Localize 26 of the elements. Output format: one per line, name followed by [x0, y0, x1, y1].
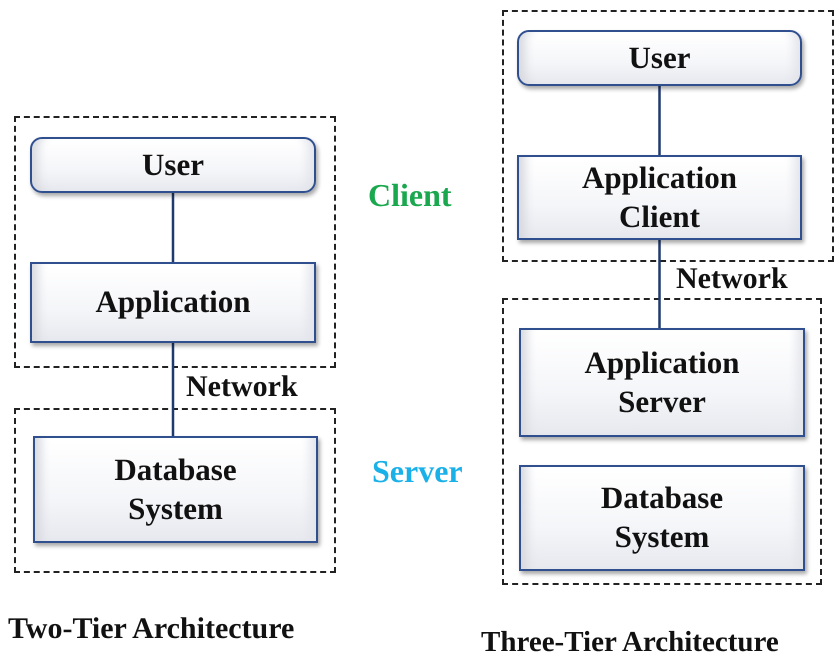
tier-label: Client — [368, 177, 452, 214]
tier-label: Server — [372, 453, 463, 490]
connector-line — [658, 240, 661, 328]
process-box — [519, 328, 805, 437]
dashed-group-box — [502, 298, 822, 585]
caption: Two-Tier Architecture — [8, 612, 294, 646]
connector-line — [172, 193, 174, 262]
rounded-box — [517, 30, 802, 86]
dashed-group-box — [14, 408, 336, 573]
box-text: Database System — [113, 450, 238, 528]
box-text: Application Client — [580, 158, 738, 236]
process-box — [517, 155, 802, 240]
process-box — [519, 465, 805, 571]
box-text: Database System — [600, 479, 724, 556]
box-text: User — [142, 146, 204, 184]
box-text: Application Server — [583, 344, 741, 420]
box-text: User — [628, 38, 690, 77]
connector-line — [658, 86, 661, 155]
process-box — [33, 436, 318, 543]
process-box — [30, 262, 316, 343]
box-text: Application — [95, 283, 251, 322]
caption: Three-Tier Architecture — [481, 626, 779, 659]
dashed-group-box — [14, 116, 336, 368]
rounded-box — [30, 137, 316, 193]
connector-line — [172, 343, 174, 436]
dashed-group-box — [502, 10, 834, 262]
